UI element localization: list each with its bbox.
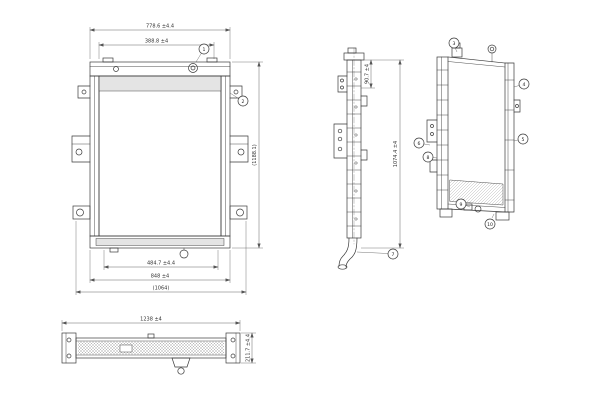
core-mesh-bottom <box>95 238 225 246</box>
front-dim-top-outer-label: 778.6 ±4.4 <box>146 24 174 30</box>
lower-tank-hatch <box>449 179 504 206</box>
balloon-2: 2 <box>229 92 249 107</box>
rear-view-linework <box>426 42 521 221</box>
front-dim-bottom-overall: (1064) <box>75 221 247 295</box>
bottom-view: 1238 ±4 211.7 ±4.4 <box>61 317 256 375</box>
front-dim-bottom-mounts-label: 848 ±4 <box>151 274 170 280</box>
balloon-1: 1 <box>195 43 210 63</box>
bottom-dim-depth: 211.7 ±4.4 <box>241 332 256 364</box>
front-dim-bottom-mounts: 848 ±4 <box>89 250 231 283</box>
bottom-dim-depth-label: 211.7 ±4.4 <box>246 334 252 362</box>
side-dim-height-label: 1074.4 ±4 <box>393 141 399 167</box>
front-dim-side-height: (1188.1) <box>232 61 263 249</box>
balloon-3-label: 3 <box>453 41 456 47</box>
front-view: 778.6 ±4.4 388.8 ±4 (1188.1) 484.7 ±4.4 … <box>71 24 263 295</box>
bottom-dim-width: 1238 ±4 <box>61 317 241 331</box>
balloon-6: 6 <box>413 137 431 149</box>
cap-icon <box>487 44 497 54</box>
balloon-6-label: 6 <box>418 141 421 147</box>
balloon-4-label: 4 <box>523 82 526 88</box>
label-plate <box>119 344 133 353</box>
balloon-4: 4 <box>513 78 530 90</box>
balloon-8: 8 <box>422 151 438 163</box>
drain-fitting <box>171 357 191 368</box>
balloon-5-label: 5 <box>522 137 525 143</box>
side-dim-height: 1074.4 ±4 <box>361 59 404 249</box>
bottom-core-mesh <box>78 341 224 355</box>
side-dim-depth-label: 90.7 ±4 <box>365 64 371 84</box>
rear-view: 3 4 5 6 8 9 10 <box>413 37 530 230</box>
balloon-3: 3 <box>448 37 460 53</box>
balloon-2-label: 2 <box>242 99 245 105</box>
balloon-5: 5 <box>513 133 529 145</box>
front-dim-top-inner: 388.8 ±4 <box>98 39 215 59</box>
balloon-1-label: 1 <box>203 47 206 53</box>
front-dim-side-height-label: (1188.1) <box>252 144 258 165</box>
front-dim-bottom-core: 484.7 ±4.4 <box>103 250 219 270</box>
balloon-8-label: 8 <box>427 155 430 161</box>
balloon-9: 9 <box>455 198 471 210</box>
front-dim-bottom-overall-label: (1064) <box>153 286 170 292</box>
front-dim-top-outer: 778.6 ±4.4 <box>89 24 231 59</box>
outlet-pipe <box>338 237 350 267</box>
side-dim-depth: 90.7 ±4 <box>361 59 404 89</box>
side-view: 90.7 ±4 1074.4 ±4 7 <box>333 47 404 270</box>
side-view-linework <box>333 47 368 270</box>
front-view-linework <box>71 57 249 259</box>
balloon-9-label: 9 <box>460 202 463 208</box>
filler-cap-icon <box>188 63 198 73</box>
front-dim-bottom-core-label: 484.7 ±4.4 <box>147 261 175 267</box>
core-mesh-top <box>98 75 222 92</box>
bottom-dim-width-label: 1238 ±4 <box>140 317 162 323</box>
balloon-7: 7 <box>356 248 399 260</box>
front-dim-top-inner-label: 388.8 ±4 <box>145 39 168 45</box>
balloon-10: 10 <box>484 213 496 230</box>
bottom-view-linework <box>61 332 241 375</box>
balloon-7-label: 7 <box>392 252 395 258</box>
balloon-10-label: 10 <box>487 222 493 228</box>
drain-plug-icon <box>179 249 189 259</box>
